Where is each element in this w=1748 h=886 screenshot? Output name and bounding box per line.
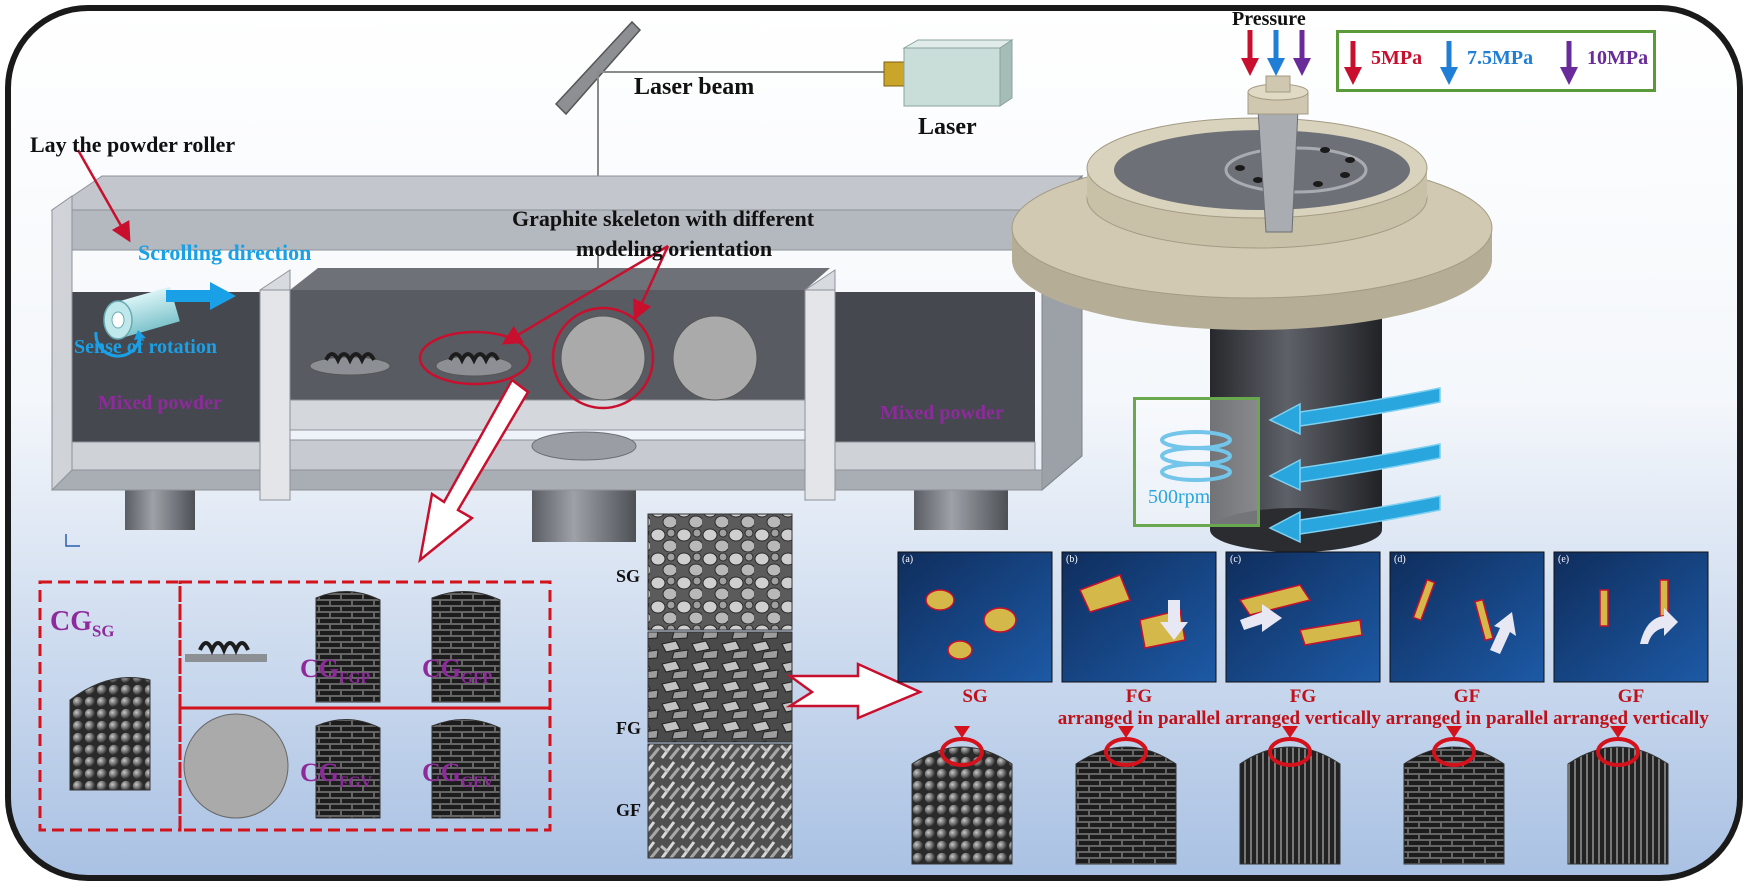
cg-fgv-label: CGFGV [300,758,372,792]
roller-pointer [76,149,131,243]
down-arrow [418,378,530,564]
sem-column [647,513,793,859]
pressure-label: Pressure [1232,8,1306,30]
mirror [554,20,642,116]
model-cylinders [911,726,1669,865]
sem-panels [897,551,1709,683]
laser-assembly [554,20,1014,300]
laser-body [903,47,1001,107]
sem-tag-c: (c) [1230,554,1242,565]
legend-5mpa: 5MPa [1371,47,1423,69]
spiral-icon [1160,430,1232,482]
right-arrow [785,662,924,720]
laser-beam-label: Laser beam [634,74,755,100]
sem-label-fg: FG [616,718,641,738]
sem-tag-d: (d) [1394,554,1406,565]
cg-gfv-label: CGGFV [422,758,494,792]
pressure-arrows [1241,30,1311,76]
cg-schematics [38,580,552,832]
legend-7-5mpa: 7.5MPa [1467,47,1534,69]
legend-10mpa: 10MPa [1587,47,1649,69]
roller-label: Lay the powder roller [30,132,236,157]
rotating-die [1011,30,1493,552]
rpm-box: 500rpm [1133,397,1260,527]
sem-tag-a: (a) [902,554,914,565]
rotation-arrows [1268,387,1441,544]
scroll-label: Scrolling direction [138,240,312,265]
caption-a: SG [962,686,988,707]
cg-fgp-label: CGFGP [300,654,371,688]
cg-gfp-label: CGGFP [422,654,493,688]
sem-label-sg: SG [616,566,641,586]
scroll-arrow [166,282,236,310]
sem-label-gf: GF [616,800,641,820]
rpm-label: 500rpm [1148,486,1211,508]
mixed-powder-left: Mixed powder [98,392,222,414]
powder-roller [94,286,180,358]
graphite-samples [309,306,758,410]
laser-nozzle [883,61,905,87]
mixed-powder-right: Mixed powder [880,402,1004,424]
laser-label: Laser [918,114,977,140]
rotation-label: Sense of rotation [74,336,217,358]
pressure-legend: 5MPa 7.5MPa 10MPa [1336,30,1656,92]
right-powder-chamber [835,292,1035,452]
skeleton-label-line2: modeling orientation [576,236,773,261]
sem-tag-e: (e) [1558,554,1570,565]
legend-arrows [1344,41,1578,85]
sem-tag-b: (b) [1066,554,1078,565]
cg-sg-label: CGSG [50,606,115,641]
sls-machine [50,149,1084,564]
skeleton-label-line1: Graphite skeleton with different [512,206,815,231]
